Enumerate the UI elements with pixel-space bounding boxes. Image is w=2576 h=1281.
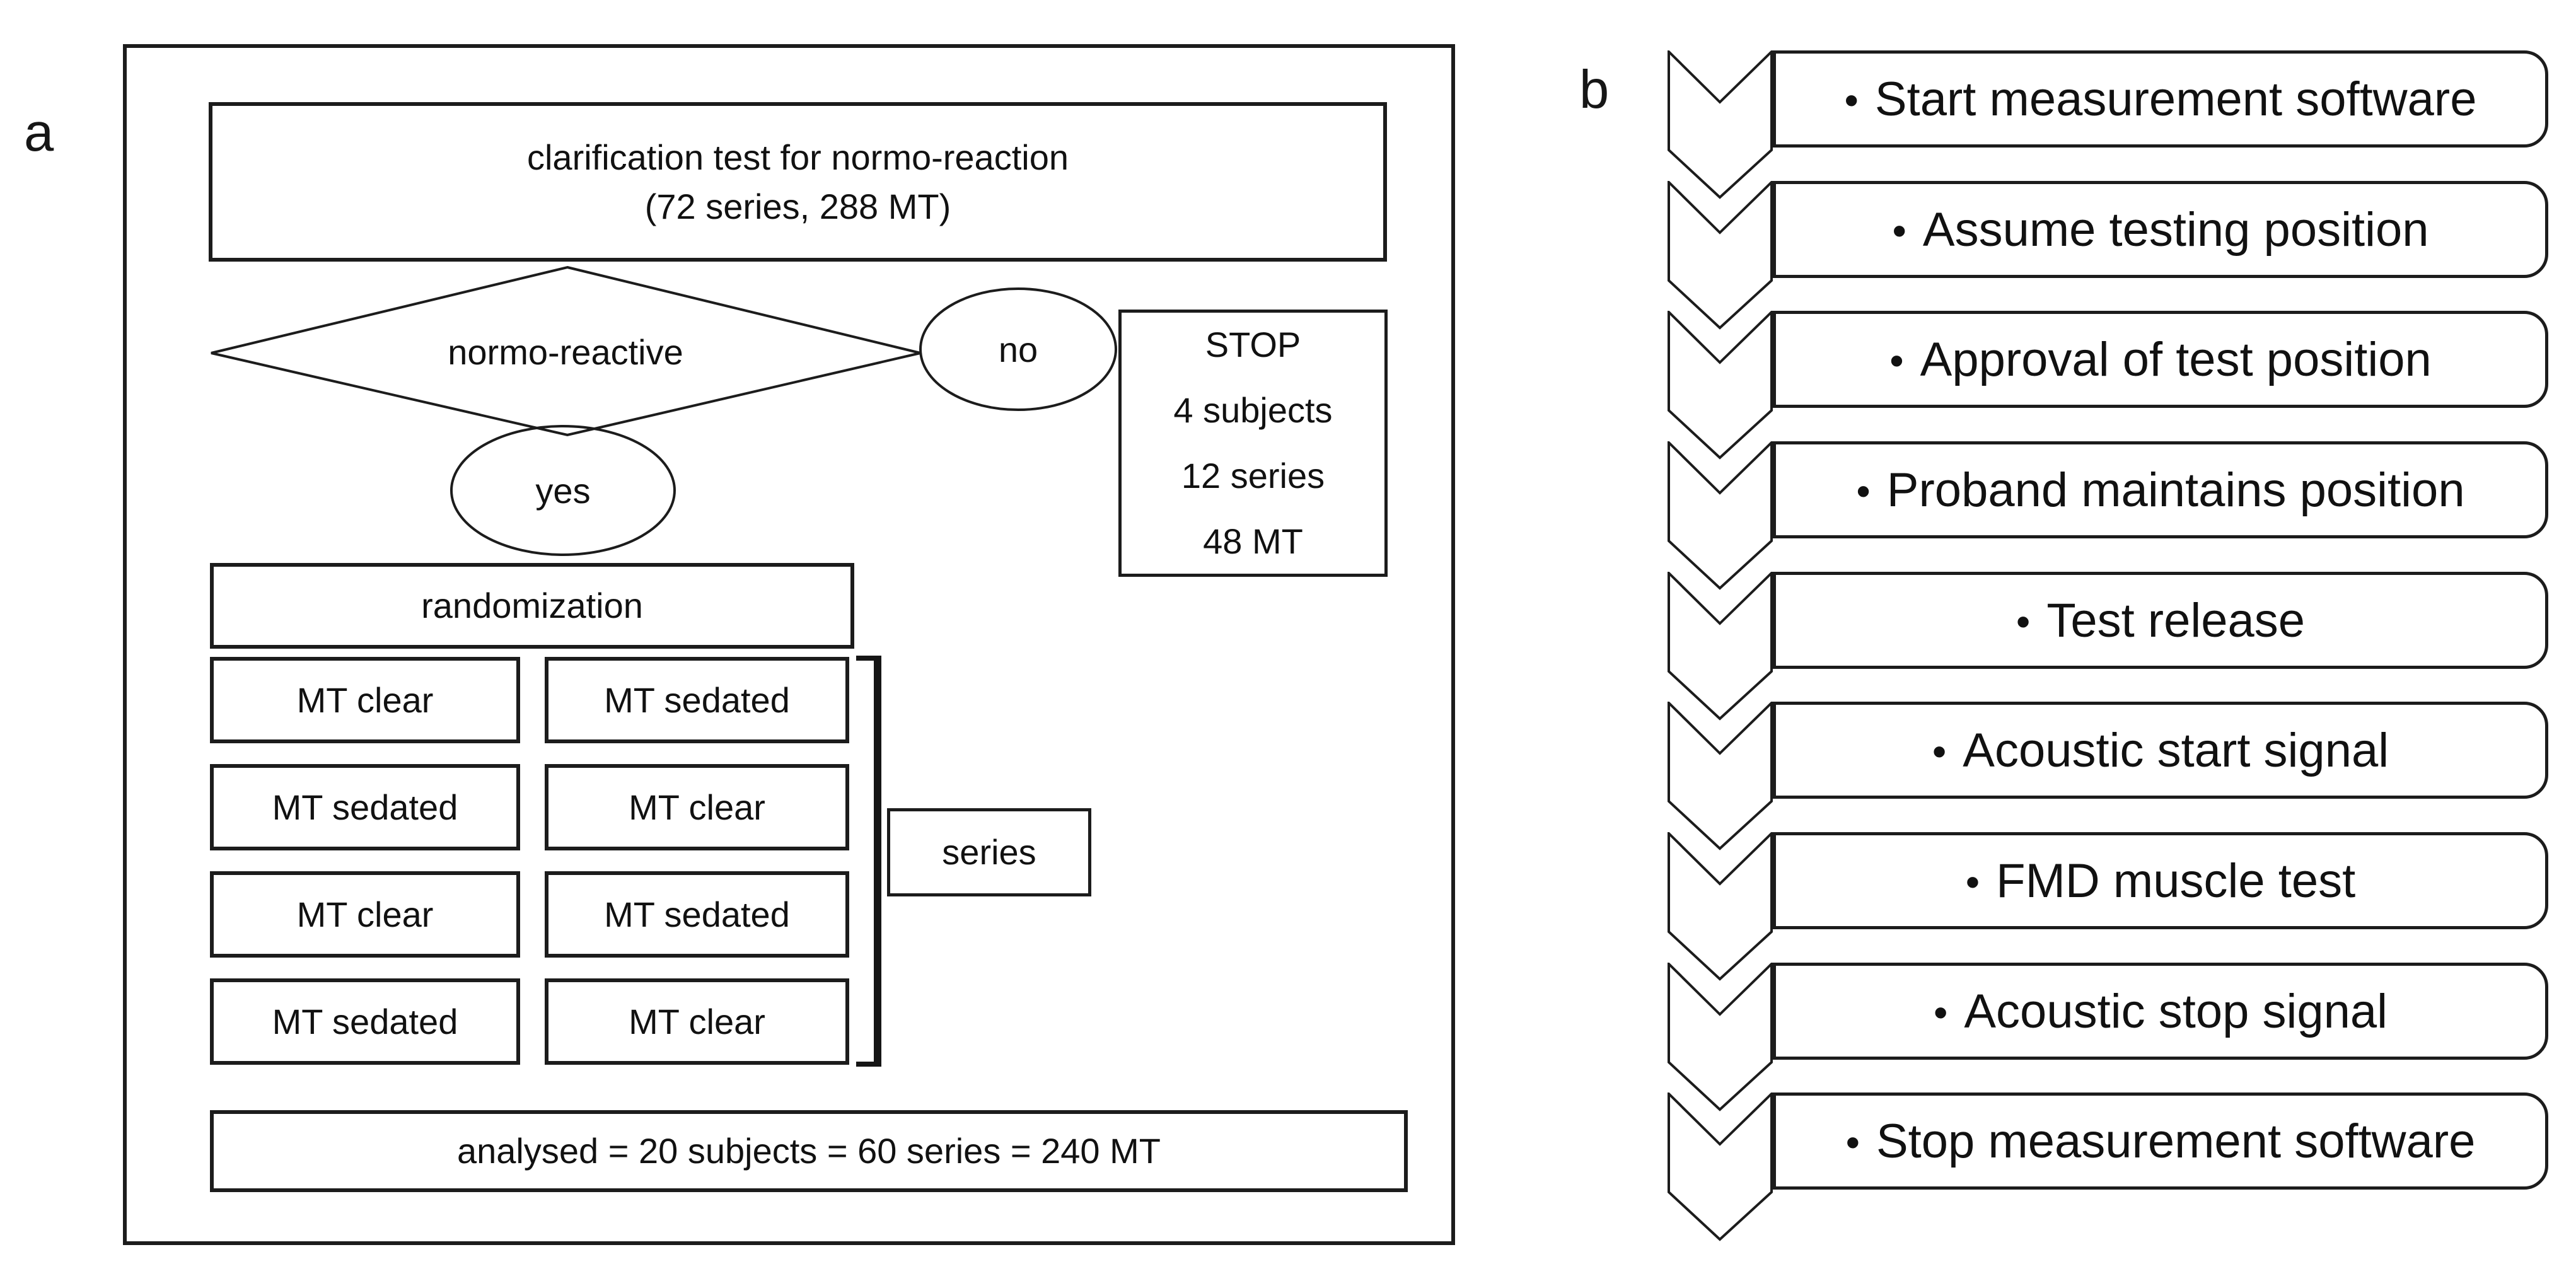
- step-box: • Acoustic start signal: [1773, 702, 2548, 799]
- step-box: • Stop measurement software: [1773, 1093, 2548, 1190]
- clarification-line2: (72 series, 288 MT): [644, 186, 951, 226]
- bullet-icon: •: [1933, 990, 1948, 1035]
- clarification-line1: clarification test for normo-reaction: [526, 137, 1069, 177]
- yes-label: yes: [535, 470, 591, 511]
- step-label: Start measurement software: [1874, 72, 2477, 126]
- chevron-down-icon: [1668, 832, 1773, 981]
- stop-line: 12 series: [1181, 456, 1325, 496]
- mt-cell: MT sedated: [545, 657, 849, 743]
- step-label: FMD muscle test: [1996, 854, 2356, 908]
- mt-cell: MT clear: [545, 764, 849, 850]
- stop-box: STOP 4 subjects 12 series 48 MT: [1118, 310, 1388, 577]
- chevron-down-icon: [1668, 50, 1773, 199]
- chevron-down-shape: [1668, 50, 1773, 199]
- chevron-down-shape: [1668, 832, 1773, 981]
- chevron-down-icon: [1668, 963, 1773, 1111]
- step-box: • Start measurement software: [1773, 50, 2548, 148]
- chevron-down-icon: [1668, 1093, 1773, 1241]
- no-label: no: [998, 329, 1038, 369]
- bullet-icon: •: [1844, 78, 1859, 123]
- decision-label: normo-reactive: [448, 332, 683, 372]
- panel-b-label: b: [1579, 60, 1610, 120]
- step-label: Proband maintains position: [1886, 463, 2465, 517]
- mt-cell: MT clear: [545, 978, 849, 1065]
- step-box: • FMD muscle test: [1773, 832, 2548, 929]
- bullet-icon: •: [1856, 468, 1871, 514]
- chevron-down-shape: [1668, 181, 1773, 330]
- chevron-down-shape: [1668, 311, 1773, 460]
- step-label: Acoustic start signal: [1963, 723, 2389, 777]
- step-label: Stop measurement software: [1876, 1114, 2476, 1168]
- chevron-down-shape: [1668, 441, 1773, 590]
- bullet-icon: •: [2016, 599, 2031, 644]
- chevron-down-icon: [1668, 181, 1773, 330]
- chevron-down-icon: [1668, 311, 1773, 460]
- mt-cell: MT clear: [210, 871, 520, 958]
- step-label: Acoustic stop signal: [1964, 984, 2388, 1038]
- step-box: • Acoustic stop signal: [1773, 963, 2548, 1060]
- step-box: • Assume testing position: [1773, 181, 2548, 278]
- randomization-box: randomization: [210, 563, 854, 649]
- chevron-down-icon: [1668, 702, 1773, 850]
- bullet-icon: •: [1932, 729, 1947, 774]
- stop-line: 4 subjects: [1173, 390, 1333, 430]
- series-bracket: [856, 656, 881, 1067]
- chevron-down-shape: [1668, 572, 1773, 721]
- chevron-down-shape: [1668, 702, 1773, 850]
- bullet-icon: •: [1892, 208, 1906, 253]
- analysed-box: analysed = 20 subjects = 60 series = 240…: [210, 1110, 1408, 1192]
- panel-a-frame: [123, 44, 1455, 1245]
- bullet-icon: •: [1889, 338, 1904, 383]
- clarification-box: clarification test for normo-reaction (7…: [209, 102, 1387, 262]
- step-label: Test release: [2046, 593, 2306, 647]
- step-label: Assume testing position: [1922, 202, 2429, 257]
- bullet-icon: •: [1965, 859, 1980, 905]
- mt-cell: MT sedated: [210, 764, 520, 850]
- mt-cell: MT sedated: [545, 871, 849, 958]
- stop-line: STOP: [1205, 325, 1301, 364]
- mt-cell: MT clear: [210, 657, 520, 743]
- step-box: • Test release: [1773, 572, 2548, 669]
- chevron-down-icon: [1668, 572, 1773, 721]
- chevron-down-icon: [1668, 441, 1773, 590]
- panel-a-label: a: [24, 103, 54, 163]
- chevron-down-shape: [1668, 1093, 1773, 1241]
- mt-cell: MT sedated: [210, 978, 520, 1065]
- series-box: series: [887, 808, 1091, 896]
- stop-line: 48 MT: [1203, 521, 1303, 561]
- bullet-icon: •: [1845, 1120, 1860, 1165]
- chevron-down-shape: [1668, 963, 1773, 1111]
- step-label: Approval of test position: [1920, 332, 2432, 386]
- step-box: • Proband maintains position: [1773, 441, 2548, 538]
- step-box: • Approval of test position: [1773, 311, 2548, 408]
